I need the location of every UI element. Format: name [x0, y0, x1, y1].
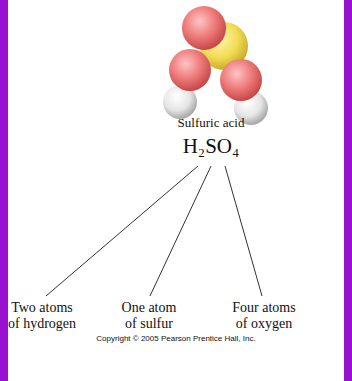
sulfuric-acid-molecule	[163, 6, 268, 125]
atom-count-label: Four atoms of oxygen	[228, 300, 300, 332]
leader-line	[225, 166, 262, 296]
oxygen-atom	[220, 59, 262, 101]
oxygen-atom	[169, 49, 211, 91]
atom-count-label: One atom of sulfur	[117, 300, 181, 332]
atom-count-label: Two atoms of hydrogen	[6, 300, 78, 332]
compound-name: Sulfuric acid	[136, 116, 286, 131]
oxygen-atom	[182, 6, 226, 50]
leader-lines	[46, 166, 262, 296]
leader-line	[150, 166, 211, 296]
chemical-formula: H₂SO₄	[136, 134, 286, 158]
leader-line	[46, 166, 198, 296]
copyright-note: Copyright © 2005 Pearson Prentice Hall, …	[76, 334, 276, 343]
